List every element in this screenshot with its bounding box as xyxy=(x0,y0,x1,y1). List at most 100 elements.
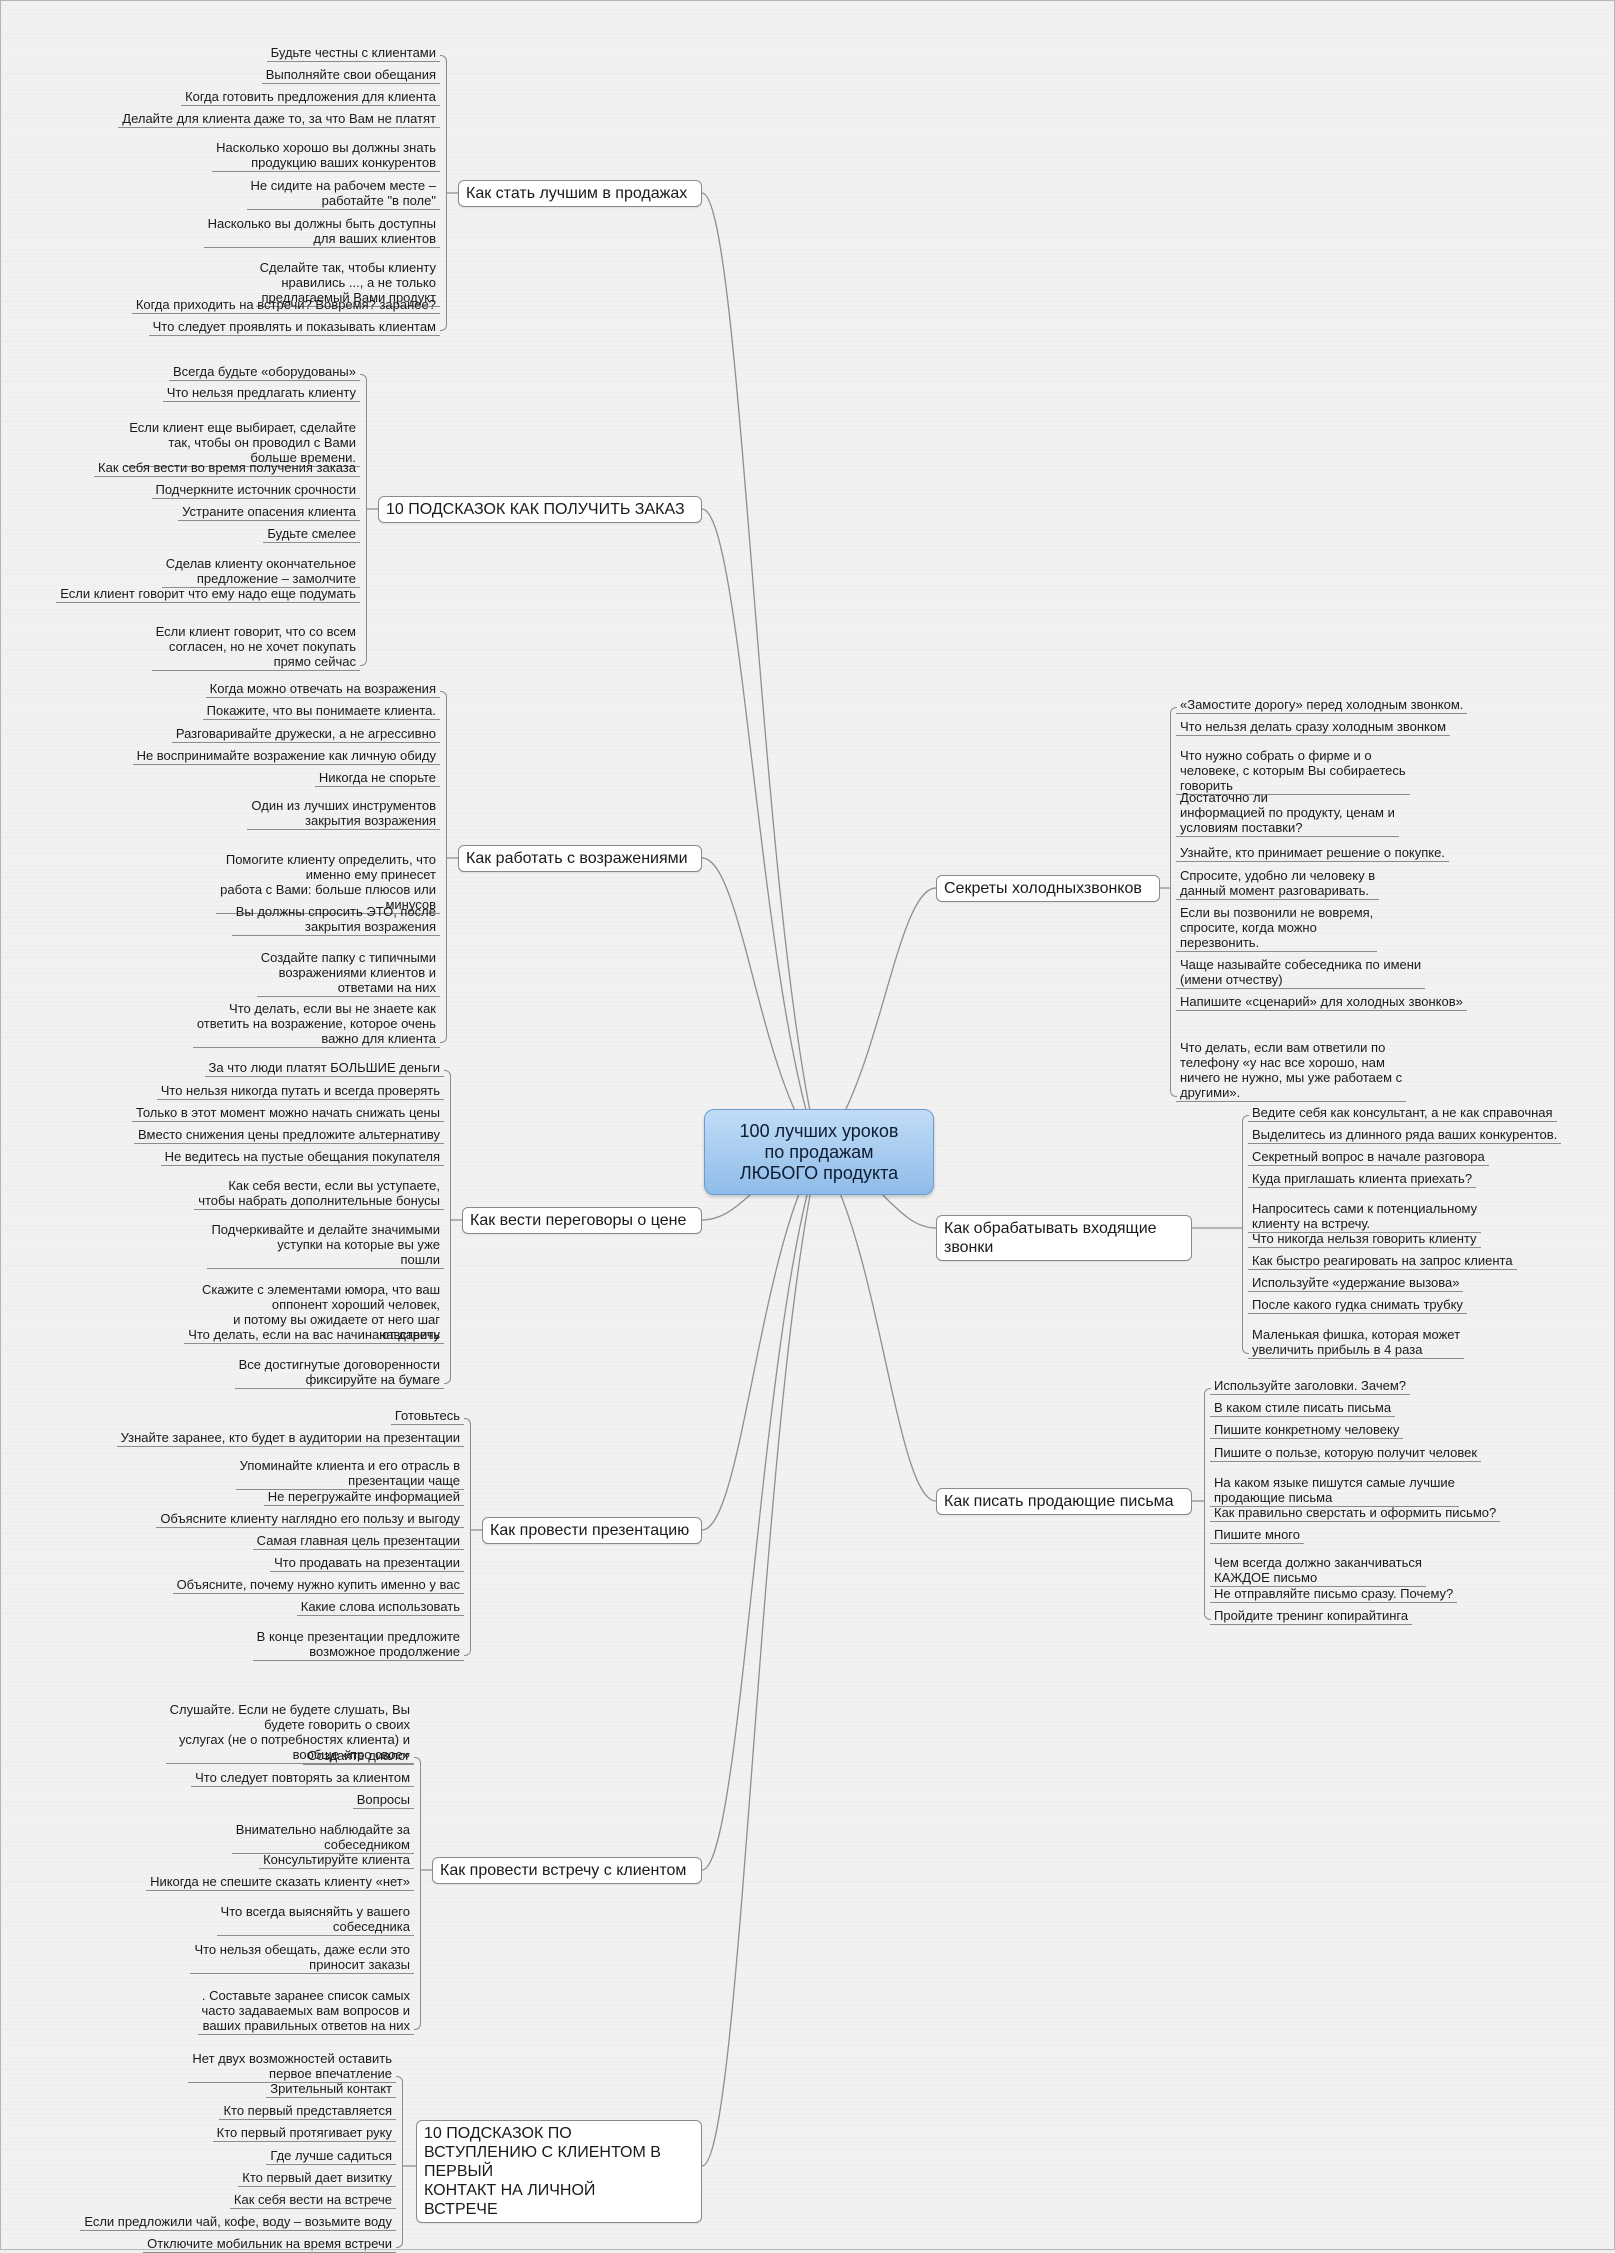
subtopic-item[interactable]: Что делать, если на вас начинают давить xyxy=(184,1327,444,1344)
subtopic-item[interactable]: Что нельзя обещать, даже если это принос… xyxy=(190,1942,414,1974)
subtopic-item[interactable]: Как себя вести, если вы уступаете, чтобы… xyxy=(194,1178,444,1210)
subtopic-item[interactable]: Кто первый протягивает руку xyxy=(212,2125,396,2142)
subtopic-item[interactable]: Как правильно сверстать и оформить письм… xyxy=(1210,1505,1501,1522)
subtopic-item[interactable]: Подчеркивайте и делайте значимыми уступк… xyxy=(207,1222,444,1269)
subtopic-item[interactable]: Кто первый дает визитку xyxy=(238,2170,396,2187)
subtopic-item[interactable]: Пишите конкретному человеку xyxy=(1210,1422,1404,1439)
subtopic-item[interactable]: Что нельзя делать сразу холодным звонком xyxy=(1176,719,1451,736)
subtopic-item[interactable]: Пишите много xyxy=(1210,1527,1304,1544)
subtopic-item[interactable]: Узнайте заранее, кто будет в аудитории н… xyxy=(116,1430,464,1447)
subtopic-item[interactable]: Спросите, удобно ли человеку в данный мо… xyxy=(1176,868,1380,900)
subtopic-item[interactable]: Упоминайте клиента и его отрасль в презе… xyxy=(235,1458,464,1490)
subtopic-item[interactable]: Делайте для клиента даже то, за что Вам … xyxy=(118,111,440,128)
branch-node[interactable]: Как писать продающие письма xyxy=(936,1488,1192,1515)
subtopic-item[interactable]: Когда можно отвечать на возражения xyxy=(205,681,440,698)
subtopic-item[interactable]: Что нельзя предлагать клиенту xyxy=(162,385,360,402)
branch-node[interactable]: 10 ПОДСКАЗОК ПО ВСТУПЛЕНИЮ С КЛИЕНТОМ В … xyxy=(416,2120,702,2223)
subtopic-item[interactable]: Выделитесь из длинного ряда ваших конкур… xyxy=(1248,1127,1562,1144)
subtopic-item[interactable]: Достаточно ли информацией по продукту, ц… xyxy=(1176,790,1399,837)
subtopic-item[interactable]: Выполняйте свои обещания xyxy=(261,67,440,84)
subtopic-item[interactable]: Не отправляйте письмо сразу. Почему? xyxy=(1210,1586,1458,1603)
subtopic-item[interactable]: Если вы позвонили не вовремя, спросите, … xyxy=(1176,905,1378,952)
subtopic-item[interactable]: Что следует проявлять и показывать клиен… xyxy=(148,319,440,336)
subtopic-item[interactable]: Один из лучших инструментов закрытия воз… xyxy=(247,798,440,830)
subtopic-item[interactable]: Что нужно собрать о фирме и о человеке, … xyxy=(1176,748,1410,795)
subtopic-item[interactable]: Готовьтесь xyxy=(390,1408,464,1425)
subtopic-item[interactable]: Устраните опасения клиента xyxy=(178,504,360,521)
subtopic-item[interactable]: Используйте «удержание вызова» xyxy=(1248,1275,1464,1292)
subtopic-item[interactable]: Ведите себя как консультант, а не как сп… xyxy=(1248,1105,1557,1122)
subtopic-item[interactable]: Чем всегда должно заканчиваться КАЖДОЕ п… xyxy=(1210,1555,1426,1587)
subtopic-item[interactable]: Будьте честны с клиентами xyxy=(266,45,440,62)
subtopic-item[interactable]: . Составьте заранее список самых часто з… xyxy=(197,1988,414,2035)
subtopic-item[interactable]: Напишите «сценарий» для холодных звонков… xyxy=(1176,994,1467,1011)
subtopic-item[interactable]: Отключите мобильник на время встречи xyxy=(143,2236,396,2253)
subtopic-item[interactable]: Подчеркните источник срочности xyxy=(151,482,360,499)
subtopic-item[interactable]: Создайте папку с типичными возражениями … xyxy=(256,950,440,997)
subtopic-item[interactable]: Если клиент говорит, что со всем согласе… xyxy=(151,624,360,671)
subtopic-item[interactable]: Будьте смелее xyxy=(263,526,360,543)
subtopic-item[interactable]: Какие слова использовать xyxy=(296,1599,464,1616)
subtopic-item[interactable]: Никогда не спорьте xyxy=(314,770,440,787)
subtopic-item[interactable]: Объясните клиенту наглядно его пользу и … xyxy=(156,1511,464,1528)
subtopic-item[interactable]: Если клиент еще выбирает, сделайте так, … xyxy=(125,420,360,467)
subtopic-item[interactable]: Зрительный контакт xyxy=(266,2081,396,2098)
branch-node[interactable]: Секреты холодныхзвонков xyxy=(936,875,1160,902)
branch-node[interactable]: Как обрабатывать входящие звонки xyxy=(936,1215,1192,1261)
subtopic-item[interactable]: Разговаривайте дружески, а не агрессивно xyxy=(171,726,440,743)
subtopic-item[interactable]: Насколько вы должны быть доступны для ва… xyxy=(203,216,440,248)
subtopic-item[interactable]: Что делать, если вам ответили по телефон… xyxy=(1176,1040,1407,1102)
subtopic-item[interactable]: После какого гудка снимать трубку xyxy=(1248,1297,1467,1314)
subtopic-item[interactable]: Если предложили чай, кофе, воду – возьми… xyxy=(80,2214,396,2231)
subtopic-item[interactable]: Что всегда выясняйть у вашего собеседник… xyxy=(216,1904,414,1936)
subtopic-item[interactable]: Вы должны спросить ЭТО, после закрытия в… xyxy=(231,904,440,936)
subtopic-item[interactable]: «Замостите дорогу» перед холодным звонко… xyxy=(1176,697,1468,714)
subtopic-item[interactable]: Что никогда нельзя говорить клиенту xyxy=(1248,1231,1481,1248)
subtopic-item[interactable]: Покажите, что вы понимаете клиента. xyxy=(202,703,440,720)
subtopic-item[interactable]: Кто первый представляется xyxy=(219,2103,396,2120)
subtopic-item[interactable]: Напроситесь сами к потенциальному клиент… xyxy=(1248,1201,1482,1233)
branch-node[interactable]: 10 ПОДСКАЗОК КАК ПОЛУЧИТЬ ЗАКАЗ xyxy=(378,496,702,523)
branch-node[interactable]: Как провести встречу с клиентом xyxy=(432,1857,702,1884)
subtopic-item[interactable]: В конце презентации предложите возможное… xyxy=(252,1629,464,1661)
subtopic-item[interactable]: Когда готовить предложения для клиента xyxy=(181,89,440,106)
subtopic-item[interactable]: Используйте заголовки. Зачем? xyxy=(1210,1378,1411,1395)
subtopic-item[interactable]: Когда приходить на встречи? Вовремя? зар… xyxy=(131,297,440,314)
subtopic-item[interactable]: Если клиент говорит что ему надо еще под… xyxy=(56,586,360,603)
subtopic-item[interactable]: Секретный вопрос в начале разговора xyxy=(1248,1149,1489,1166)
subtopic-item[interactable]: Сделав клиенту окончательное предложение… xyxy=(161,556,360,588)
central-topic[interactable]: 100 лучших уроков по продажам ЛЮБОГО про… xyxy=(704,1109,934,1195)
subtopic-item[interactable]: Где лучше садиться xyxy=(266,2148,396,2165)
subtopic-item[interactable]: Внимательно наблюдайте за собеседником xyxy=(231,1822,414,1854)
subtopic-item[interactable]: Маленькая фишка, которая может увеличить… xyxy=(1248,1327,1465,1359)
subtopic-item[interactable]: Не воспринимайте возражение как личную о… xyxy=(132,748,440,765)
subtopic-item[interactable]: Вместо снижения цены предложите альтерна… xyxy=(134,1127,444,1144)
subtopic-item[interactable]: Пишите о пользе, которую получит человек xyxy=(1210,1445,1482,1462)
subtopic-item[interactable]: Вопросы xyxy=(352,1792,414,1809)
subtopic-item[interactable]: Создайте диалог xyxy=(303,1748,414,1765)
subtopic-item[interactable]: Самая главная цель презентации xyxy=(252,1533,464,1550)
subtopic-item[interactable]: Что продавать на презентации xyxy=(270,1555,464,1572)
subtopic-item[interactable]: Что следует повторять за клиентом xyxy=(191,1770,414,1787)
subtopic-item[interactable]: Что нельзя никогда путать и всегда прове… xyxy=(156,1083,444,1100)
branch-node[interactable]: Как работать с возражениями xyxy=(458,845,702,872)
subtopic-item[interactable]: Не ведитесь на пустые обещания покупател… xyxy=(160,1149,444,1166)
subtopic-item[interactable]: Сделайте так, чтобы клиенту нравились ..… xyxy=(255,260,440,307)
branch-node[interactable]: Как вести переговоры о цене xyxy=(462,1207,702,1234)
subtopic-item[interactable]: Помогите клиенту определить, что именно … xyxy=(216,852,440,914)
branch-node[interactable]: Как стать лучшим в продажах xyxy=(458,180,702,207)
subtopic-item[interactable]: Как себя вести во время получения заказа xyxy=(94,460,360,477)
subtopic-item[interactable]: Нет двух возможностей оставить первое вп… xyxy=(188,2051,396,2083)
subtopic-item[interactable]: В каком стиле писать письма xyxy=(1210,1400,1396,1417)
subtopic-item[interactable]: Объясните, почему нужно купить именно у … xyxy=(172,1577,464,1594)
subtopic-item[interactable]: Не перегружайте информацией xyxy=(263,1489,464,1506)
subtopic-item[interactable]: Как себя вести на встрече xyxy=(229,2192,396,2209)
subtopic-item[interactable]: Все достигнутые договоренности фиксируйт… xyxy=(234,1357,444,1389)
subtopic-item[interactable]: Узнайте, кто принимает решение о покупке… xyxy=(1176,845,1449,862)
subtopic-item[interactable]: Что делать, если вы не знаете как ответи… xyxy=(192,1001,440,1048)
subtopic-item[interactable]: Только в этот момент можно начать снижат… xyxy=(131,1105,444,1122)
subtopic-item[interactable]: Не сидите на рабочем месте – работайте "… xyxy=(246,178,440,210)
subtopic-item[interactable]: Насколько хорошо вы должны знать продукц… xyxy=(212,140,440,172)
subtopic-item[interactable]: Слушайте. Если не будете слушать, Вы буд… xyxy=(165,1702,414,1764)
subtopic-item[interactable]: Как быстро реагировать на запрос клиента xyxy=(1248,1253,1517,1270)
